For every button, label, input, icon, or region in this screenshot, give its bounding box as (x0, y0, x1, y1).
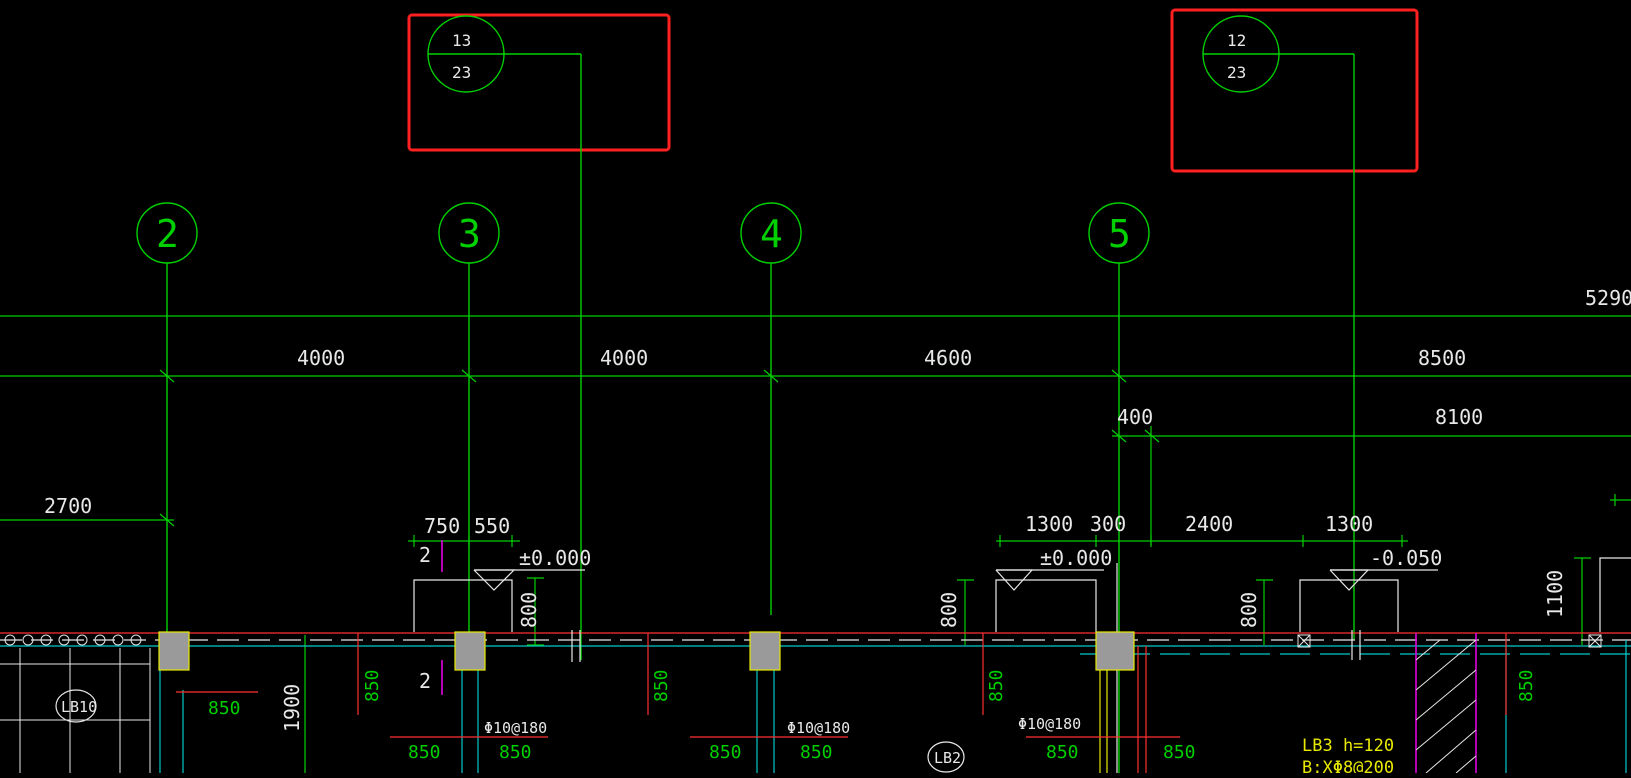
lb10-oval (55, 689, 97, 723)
label-850-8: 850 (986, 669, 1007, 702)
detail-ref-left-top: 13 (452, 31, 471, 50)
label-850-10: 850 (1163, 742, 1196, 763)
axis-label-2: 2 (156, 212, 179, 256)
small-markers (1297, 634, 1602, 648)
dim-overall: 52900 (1585, 286, 1631, 310)
dim-1300-b: 1300 (1325, 512, 1373, 536)
label-850-1: 850 (208, 698, 241, 719)
detail-ref-right-top: 12 (1227, 31, 1246, 50)
dimension-lines (0, 315, 1631, 773)
note-rebar-spec: B:XΦ8@200 (1302, 758, 1394, 773)
dim-800-a: 800 (517, 592, 541, 628)
axis-label-5: 5 (1108, 212, 1131, 256)
label-850-4: 850 (499, 742, 532, 763)
dim-2400: 2400 (1185, 512, 1233, 536)
label-850-3: 850 (408, 742, 441, 763)
lb2-label: LB2 (934, 749, 961, 767)
lb10-label: LB10 (61, 698, 97, 716)
dim-1100: 1100 (1543, 570, 1567, 618)
dim-750: 750 (424, 514, 460, 538)
dim-span-4: 8500 (1418, 346, 1466, 370)
label-850-9: 850 (1046, 742, 1079, 763)
note-lb3: LB3 h=120 (1302, 736, 1394, 756)
level-a: ±0.000 (519, 546, 591, 570)
highlight-box-right (1170, 8, 1419, 173)
beam-lines (0, 630, 1631, 773)
dim-8100: 8100 (1435, 405, 1483, 429)
label-850-7: 850 (800, 742, 833, 763)
columns (158, 631, 1135, 671)
level-c: -0.050 (1370, 546, 1442, 570)
dim-1900: 1900 (280, 684, 304, 732)
lb2-oval (927, 741, 965, 773)
raised-pads (413, 557, 1631, 773)
rebar-callout-2: Φ10@180 (787, 719, 850, 737)
rebar-marks (176, 633, 1507, 738)
left-slab-pattern (0, 634, 151, 773)
label-850-11: 850 (1516, 669, 1537, 702)
detail-ref-right (1202, 15, 1355, 640)
detail-ref-left-bottom: 23 (452, 63, 471, 82)
level-b: ±0.000 (1040, 546, 1112, 570)
axis-label-4: 4 (760, 212, 783, 256)
wall-hatch (1415, 639, 1477, 774)
axis-grid (136, 202, 1150, 773)
dim-800-c: 800 (1237, 592, 1261, 628)
dim-1300-a: 1300 (1025, 512, 1073, 536)
detail-ref-left (427, 15, 582, 660)
dim-2700: 2700 (44, 494, 92, 518)
highlight-box-left (407, 13, 671, 152)
dim-300: 300 (1090, 512, 1126, 536)
label-850-2: 850 (362, 669, 383, 702)
label-850-6: 850 (709, 742, 742, 763)
label-850-5: 850 (651, 669, 672, 702)
section-mark-bottom: 2 (419, 669, 431, 693)
dim-span-1: 4000 (297, 346, 345, 370)
dim-400: 400 (1117, 405, 1153, 429)
dim-800-b: 800 (937, 592, 961, 628)
section-mark-top: 2 (419, 543, 431, 567)
detail-ref-right-bottom: 23 (1227, 63, 1246, 82)
dim-span-3: 4600 (924, 346, 972, 370)
axis-label-3: 3 (458, 212, 481, 256)
level-markers (473, 569, 1438, 591)
rebar-callout-3: Φ10@180 (1018, 715, 1081, 733)
rebar-callout-1: Φ10@180 (484, 719, 547, 737)
dim-span-2: 4000 (600, 346, 648, 370)
dim-550: 550 (474, 514, 510, 538)
